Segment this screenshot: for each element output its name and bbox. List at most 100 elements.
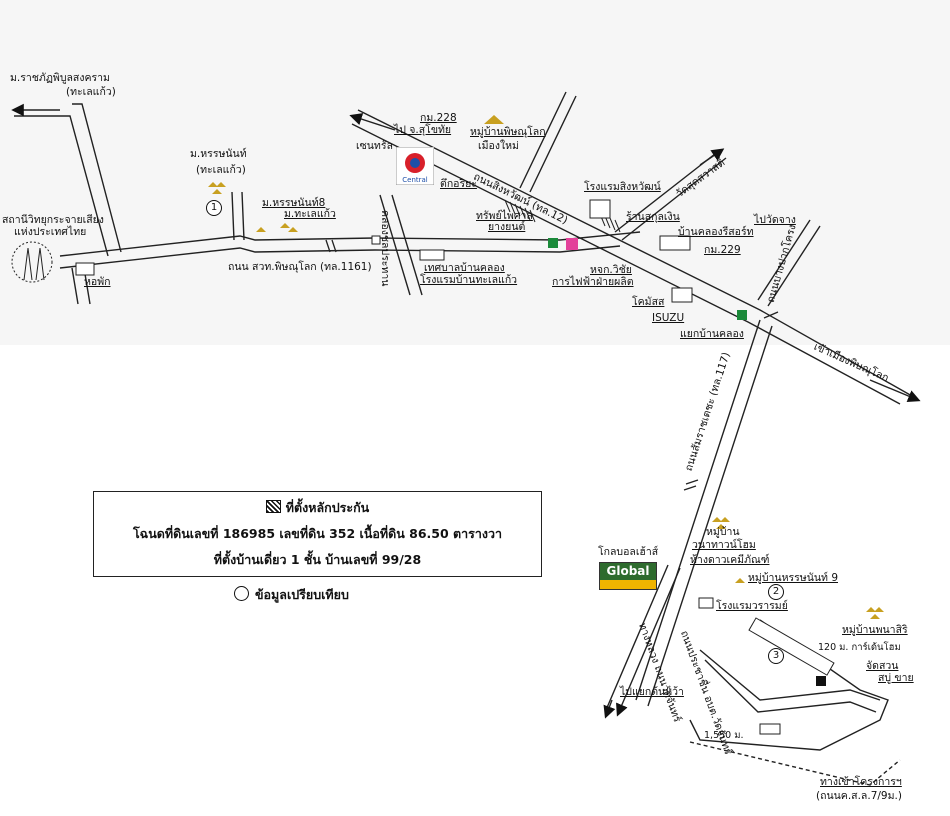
- label-radio-station-sub: แห่งประเทศไทย: [14, 226, 87, 238]
- global-house-logo: Global: [599, 562, 657, 590]
- label-university: ม.ราชภัฏพิบูลสงคราม: [10, 72, 110, 84]
- tonha-road-b: [616, 567, 681, 717]
- label-university-sub: (ทะเลแก้ว): [66, 86, 116, 98]
- label-hotel-singhawat: โรงแรมสิงหวัฒน์: [584, 181, 661, 193]
- collateral-location-marker: [816, 676, 826, 686]
- station-hatch: [504, 199, 621, 233]
- label-village-phitsanulok-sub: เมืองใหม่: [478, 140, 519, 152]
- label-km228: กม.228: [420, 112, 457, 124]
- label-yang-yont: ยางยนต์: [488, 221, 526, 233]
- dorm-building: [75, 262, 95, 276]
- label-shop-sakoln: ร้านสกุลเงิน: [626, 211, 680, 223]
- tonha-road: [605, 564, 669, 711]
- map-upper-shade: [0, 0, 950, 345]
- project-dashed: [689, 741, 901, 786]
- hotel-wararom-building: [698, 597, 714, 609]
- pea-icon: [566, 238, 578, 250]
- comparison-marker-3: 3: [768, 648, 784, 664]
- road-sawat-bottom: [59, 245, 621, 269]
- comparison-marker-2: 2: [768, 584, 784, 600]
- wat-arrow: [699, 148, 725, 166]
- label-pea: การไฟฟ้าฝ่ายผลิต: [552, 276, 634, 288]
- north-road: [519, 91, 577, 193]
- legend-line2: ที่ตั้งบ้านเดี่ยว 1 ชั้น บ้านเลขที่ 99/2…: [213, 552, 422, 567]
- break-mark-2: [683, 479, 699, 491]
- label-chemical-shop: ห้างดาวเคมีภัณฑ์: [690, 554, 770, 566]
- circle-key-icon: [234, 586, 249, 601]
- hatch-key-icon: [265, 500, 281, 513]
- comsa-building: [671, 287, 693, 303]
- label-junction: แยกบ้านคลอง: [680, 328, 744, 340]
- project-block-1: [748, 617, 835, 676]
- label-village-hansanan8: ม.หรรษนันท์8: [262, 197, 326, 209]
- seven-eleven-icon: [548, 238, 558, 248]
- watchang-road: [757, 219, 821, 307]
- road-singhawat-top: [357, 109, 913, 397]
- label-road-sawat: ถนน สวท.พิษณุโลก (ทล.1161): [228, 261, 372, 273]
- label-project-entrance: ทางเข้าโครงการฯ: [820, 776, 902, 788]
- project-road: [699, 649, 881, 713]
- comparison-label: ข้อมูลเปรียบเทียบ: [255, 587, 349, 602]
- municipality-building: [419, 249, 445, 261]
- label-municipality: เทศบาลบ้านคลอง: [424, 262, 505, 274]
- label-tuk-chiwa: ตึกอริยะ: [440, 178, 477, 190]
- label-village-hansanan: ม.หรรษนันท์: [190, 148, 247, 160]
- label-garden-sale2: สบู่ ขาย: [878, 672, 914, 684]
- label-isuzu: ISUZU: [652, 312, 685, 324]
- label-village-hansanan9: หมู่บ้านหรรษนันท์ 9: [748, 572, 838, 584]
- legend-line1: โฉนดที่ดินเลขที่ 186985 เลขที่ดิน 352 เน…: [132, 526, 503, 541]
- university-road-inner: [14, 115, 109, 257]
- label-village-wana-sub: วนาทาวน์โฮม: [692, 539, 756, 551]
- label-garden-home: 120 ม. การ์เด้นโฮม: [818, 642, 901, 653]
- label-hotel-talaykaew: โรงแรมบ้านทะเลแก้ว: [420, 274, 518, 286]
- label-village-talaykaew: ม.ทะเลแก้ว: [284, 208, 336, 220]
- central-logo: Central: [395, 146, 435, 186]
- global-logo-stripe: [600, 580, 656, 589]
- break-mark-3: [763, 311, 779, 319]
- project-loop: [689, 619, 889, 751]
- label-global-house: โกลบอลเฮ้าส์: [598, 546, 659, 558]
- singhawat-building: [589, 199, 611, 219]
- label-to-wat-chang: ไปวัดจาง: [754, 214, 796, 226]
- label-to-sukhothai: ไป จ.สุโขทัย: [394, 124, 452, 136]
- comparison-key: ข้อมูลเปรียบเทียบ: [234, 585, 349, 605]
- seven-eleven-icon-2: [737, 310, 747, 320]
- canal-line-a: [379, 194, 411, 296]
- label-sapphaisan: ทรัพย์ไพศาล: [476, 210, 533, 222]
- legend-title-row: ที่ตั้งหลักประกัน: [94, 498, 541, 518]
- label-transport: หจก.วิชัย: [590, 264, 632, 276]
- legend-box: ที่ตั้งหลักประกัน โฉนดที่ดินเลขที่ 18698…: [93, 491, 542, 577]
- label-village-wana: หมู่บ้าน: [706, 526, 740, 538]
- road-117-a: [635, 319, 761, 701]
- village-icons: [208, 115, 884, 619]
- sukhothai-arrow: [349, 113, 396, 131]
- label-dorm: หอพัก: [84, 276, 111, 288]
- road-117-b: [647, 325, 773, 707]
- comparison-marker-1: 1: [206, 200, 222, 216]
- label-central: เซนทรัล: [356, 140, 393, 152]
- legend-title: ที่ตั้งหลักประกัน: [285, 500, 370, 515]
- label-resort: บ้านคลองรีสอร์ท: [678, 226, 754, 238]
- label-to-ton-ha: ไปแยกต้นหว้า: [620, 686, 684, 698]
- radio-tower-icon: [11, 241, 53, 283]
- label-village-phanasiri: หมู่บ้านพนาสิริ: [842, 624, 908, 636]
- break-mark-1: [325, 239, 337, 253]
- label-distance: 1,550 ม.: [704, 730, 744, 741]
- wat-chan-building: [759, 723, 781, 735]
- label-village-phitsanulok: หมู่บ้านพิษณุโลก: [470, 126, 546, 138]
- label-km229: กม.229: [704, 244, 741, 256]
- road-singhawat-bottom: [351, 123, 901, 405]
- university-road: [72, 103, 122, 253]
- resort-building: [659, 235, 691, 251]
- label-canal: คลองชลประทาน: [379, 210, 391, 287]
- tonha-arrow: [603, 699, 616, 719]
- label-hotel-wararom: โรงแรมวรารมย์: [716, 600, 788, 612]
- city-arrow: [869, 379, 921, 403]
- label-comsa: โคมัสส: [632, 296, 665, 308]
- canal-line-b: [391, 194, 423, 296]
- block-building: [371, 235, 381, 245]
- label-radio-station: สถานีวิทยุกระจายเสียง: [2, 214, 104, 226]
- label-garden-sale: จัดสวน: [866, 660, 899, 672]
- label-project-entrance-sub: (ถนนค.ส.ล.7/9ม.): [816, 790, 902, 802]
